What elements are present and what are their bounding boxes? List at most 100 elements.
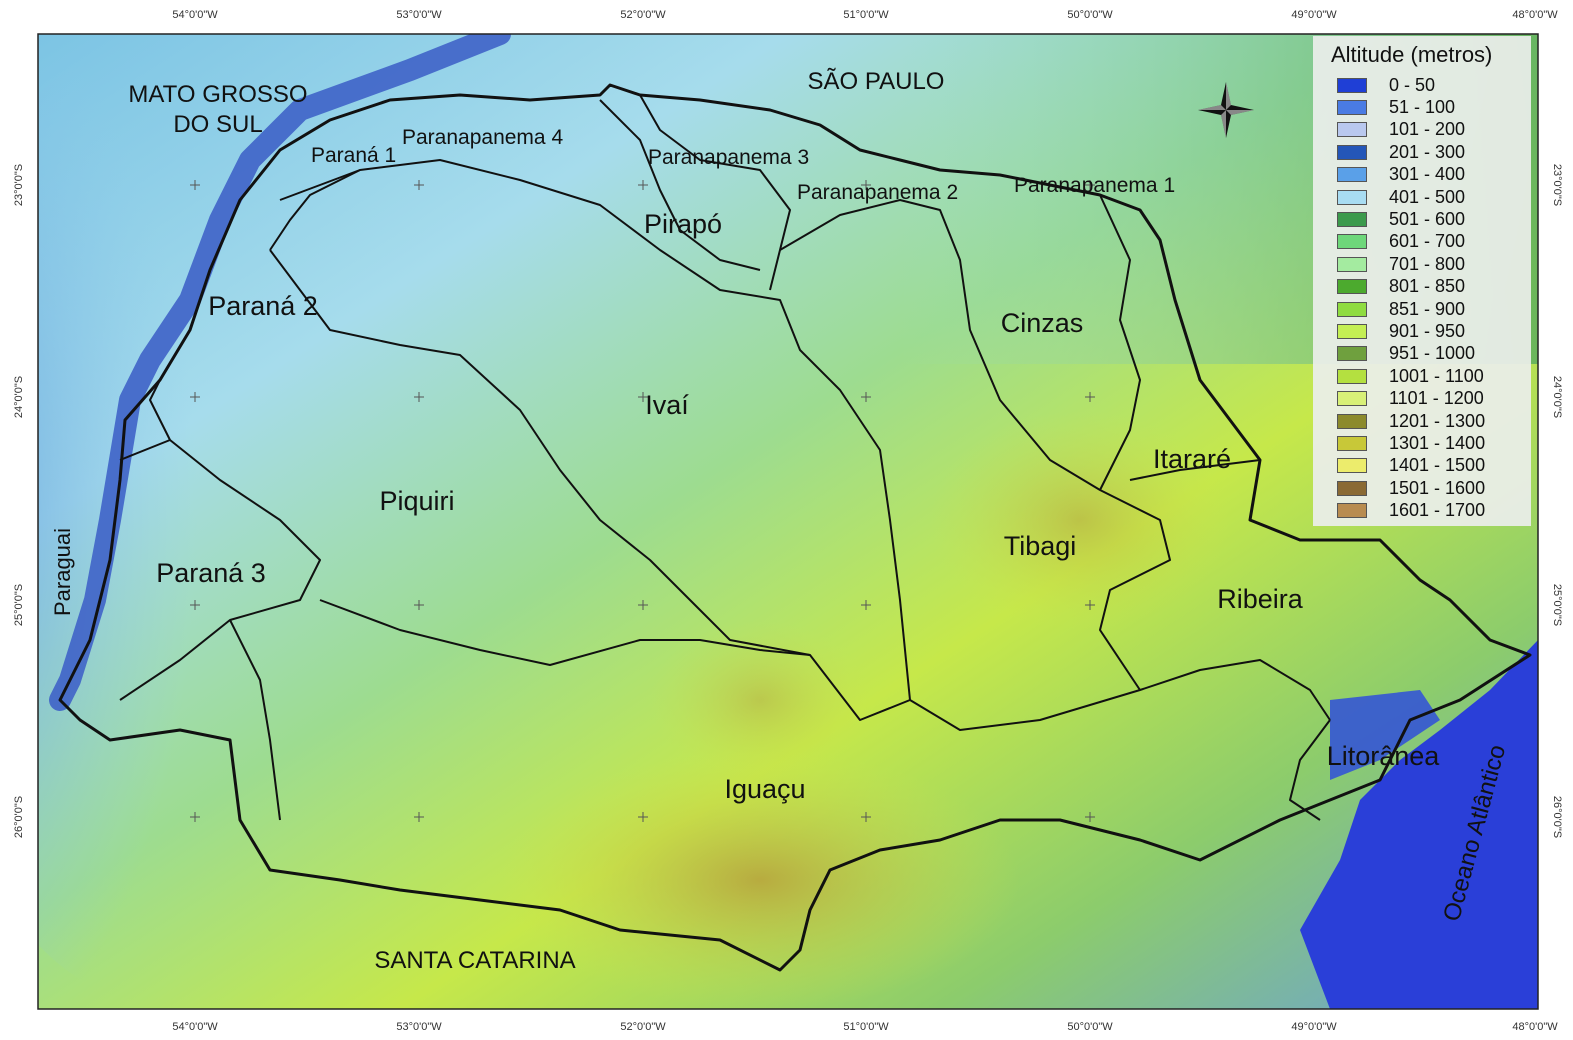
legend-label: 101 - 200: [1389, 119, 1466, 140]
latitude-labels: 23°0'0"S 24°0'0"S 25°0'0"S 26°0'0"S 23°0…: [13, 164, 1563, 838]
label-sao-paulo: SÃO PAULO: [808, 68, 945, 95]
lat-label-left: 24°0'0"S: [13, 376, 25, 418]
legend-title: Altitude (metros): [1331, 42, 1493, 67]
legend-label: 1001 - 1100: [1389, 365, 1484, 386]
legend-label: 301 - 400: [1389, 164, 1466, 185]
legend-item: 201 - 300: [1323, 141, 1523, 163]
lon-label-bottom: 49°0'0"W: [1291, 1021, 1337, 1033]
label-paranapanema-1: Paranapanema 1: [1014, 174, 1175, 197]
legend-item: 851 - 900: [1323, 298, 1523, 320]
lon-label-bottom: 48°0'0"W: [1512, 1021, 1558, 1033]
map-frame: [37, 33, 1539, 1010]
label-pirapo: Pirapó: [644, 209, 722, 239]
lon-label-bottom: 54°0'0"W: [172, 1021, 218, 1033]
legend-item: 1101 - 1200: [1323, 387, 1523, 409]
legend-swatch: [1337, 435, 1367, 451]
lon-label-top: 52°0'0"W: [620, 9, 666, 21]
legend-label: 1301 - 1400: [1389, 432, 1486, 453]
label-parana-1: Paraná 1: [311, 144, 396, 167]
longitude-labels: 54°0'0"W 53°0'0"W 52°0'0"W 51°0'0"W 50°0…: [172, 9, 1558, 1033]
label-mato-grosso-do-sul-1: MATO GROSSO: [128, 81, 307, 108]
label-ivai: Ivaí: [645, 390, 689, 420]
legend-swatch: [1337, 346, 1367, 362]
label-ribeira: Ribeira: [1217, 584, 1304, 614]
label-paraguai: Paraguai: [50, 528, 75, 616]
legend-item: 301 - 400: [1323, 164, 1523, 186]
legend-swatch: [1337, 189, 1367, 205]
label-tibagi: Tibagi: [1004, 531, 1077, 561]
label-itarare: Itararé: [1153, 444, 1231, 474]
lon-label-top: 49°0'0"W: [1291, 9, 1337, 21]
legend-label: 1601 - 1700: [1389, 500, 1486, 521]
legend-item: 1401 - 1500: [1323, 455, 1523, 477]
basin-boundaries: [58, 83, 1532, 972]
legend-swatch: [1337, 368, 1367, 384]
legend-label: 0 - 50: [1389, 74, 1436, 95]
graticule: [190, 180, 1095, 822]
legend-label: 1401 - 1500: [1389, 455, 1486, 476]
lon-label-top: 50°0'0"W: [1067, 9, 1113, 21]
legend-swatch: [1337, 458, 1367, 474]
legend-item: 701 - 800: [1323, 253, 1523, 275]
legend-swatch: [1337, 323, 1367, 339]
lon-label-bottom: 50°0'0"W: [1067, 1021, 1113, 1033]
lon-label-bottom: 52°0'0"W: [620, 1021, 666, 1033]
lon-label-top: 54°0'0"W: [172, 9, 218, 21]
legend-item: 401 - 500: [1323, 186, 1523, 208]
legend-swatch: [1337, 167, 1367, 183]
legend-item: 601 - 700: [1323, 231, 1523, 253]
legend-item: 1601 - 1700: [1323, 499, 1523, 521]
ocean-area: [1300, 640, 1538, 1009]
legend-label: 801 - 850: [1389, 276, 1466, 297]
lat-label-right: 24°0'0"S: [1551, 376, 1563, 418]
label-litoranea: Litorânea: [1327, 741, 1441, 771]
legend-swatch: [1337, 391, 1367, 407]
label-iguacu: Iguaçu: [724, 774, 805, 804]
legend-item: 1001 - 1100: [1323, 365, 1523, 387]
legend-item: 501 - 600: [1323, 208, 1523, 230]
legend-item: 901 - 950: [1323, 320, 1523, 342]
label-cinzas: Cinzas: [1001, 308, 1084, 338]
legend-swatch: [1337, 77, 1367, 93]
label-piquiri: Piquiri: [379, 486, 454, 516]
legend-item: 801 - 850: [1323, 276, 1523, 298]
label-paranapanema-3: Paranapanema 3: [648, 146, 809, 169]
north-arrow-icon: [1198, 82, 1254, 138]
legend-label: 1201 - 1300: [1389, 410, 1486, 431]
label-parana-2: Paraná 2: [208, 291, 318, 321]
legend-item: 51 - 100: [1323, 96, 1523, 118]
legend-label: 701 - 800: [1389, 253, 1466, 274]
state-outline: [58, 83, 1532, 972]
legend-label: 951 - 1000: [1389, 343, 1476, 364]
legend-swatch: [1337, 212, 1367, 228]
lat-label-left: 25°0'0"S: [13, 584, 25, 626]
legend-swatch: [1337, 100, 1367, 116]
parana-river: [49, 34, 511, 711]
lat-label-left: 23°0'0"S: [13, 164, 25, 206]
legend-swatch: [1337, 144, 1367, 160]
basin-labels: Paraná 1 Paranapanema 4 Paranapanema 3 P…: [156, 126, 1440, 804]
legend-item: 1501 - 1600: [1323, 477, 1523, 499]
legend-swatch: [1337, 256, 1367, 272]
lon-label-bottom: 53°0'0"W: [396, 1021, 442, 1033]
lat-label-left: 26°0'0"S: [13, 796, 25, 838]
lon-label-top: 48°0'0"W: [1512, 9, 1558, 21]
legend-item: 1201 - 1300: [1323, 410, 1523, 432]
terrain-layer: [38, 34, 1538, 1009]
lon-label-bottom: 51°0'0"W: [843, 1021, 889, 1033]
lon-label-top: 51°0'0"W: [843, 9, 889, 21]
legend-item: 0 - 50: [1323, 74, 1523, 96]
legend-swatch: [1337, 413, 1367, 429]
legend-swatch: [1337, 122, 1367, 138]
legend-label: 851 - 900: [1389, 298, 1466, 319]
legend-swatch: [1337, 301, 1367, 317]
lon-label-top: 53°0'0"W: [396, 9, 442, 21]
legend-label: 901 - 950: [1389, 320, 1466, 341]
lat-label-right: 23°0'0"S: [1551, 164, 1563, 206]
label-paranapanema-4: Paranapanema 4: [402, 126, 563, 149]
legend-swatch: [1337, 234, 1367, 250]
lat-label-right: 26°0'0"S: [1551, 796, 1563, 838]
label-mato-grosso-do-sul-2: DO SUL: [173, 111, 262, 138]
